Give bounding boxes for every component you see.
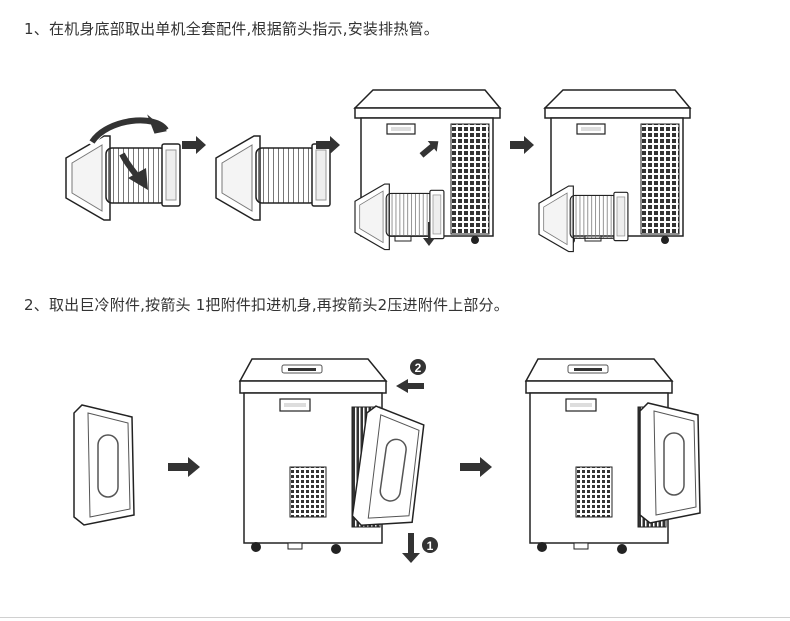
step-2-illustrations: 2 1 — [0, 345, 790, 575]
step-1-number: 1、 — [24, 20, 49, 38]
right-arrow-icon — [168, 457, 200, 477]
right-arrow-icon — [460, 457, 492, 477]
callout-2: 2 — [410, 359, 426, 375]
unit-with-accessory-attached — [525, 358, 701, 555]
right-arrow-icon — [316, 136, 340, 154]
bottom-divider — [0, 617, 790, 618]
left-arrow-icon — [396, 379, 424, 393]
up-arrow-icon — [419, 141, 439, 158]
callout-1: 1 — [422, 537, 438, 553]
rotate-arrow-icon — [86, 114, 174, 190]
hose-assembly-complete — [215, 135, 331, 221]
unit-with-hose-inserting — [354, 89, 501, 251]
unit-with-hose-installed — [538, 89, 691, 253]
down-arrow-icon — [423, 222, 435, 246]
step-2-diagram: 2 1 — [73, 358, 701, 563]
step-1-text: 在机身底部取出单机全套配件,根据箭头指示,安装排热管。 — [48, 20, 439, 38]
step-1-diagram — [65, 89, 691, 253]
step-1-illustrations — [0, 80, 790, 255]
step-1-instruction: 1、在机身底部取出单机全套配件,根据箭头指示,安装排热管。 — [24, 18, 439, 39]
step-2-text: 取出巨冷附件,按箭头 1把附件扣进机身,再按箭头2压进附件上部分。 — [48, 296, 509, 314]
unit-attaching-accessory: 2 1 — [239, 358, 438, 563]
callout-2-number: 2 — [415, 361, 422, 375]
down-arrow-icon — [402, 533, 420, 563]
side-accessory-panel — [73, 404, 135, 526]
hose-assembly-rotating — [65, 114, 181, 221]
step-2-instruction: 2、取出巨冷附件,按箭头 1把附件扣进机身,再按箭头2压进附件上部分。 — [24, 294, 509, 315]
callout-1-number: 1 — [427, 539, 434, 553]
right-arrow-icon — [182, 136, 206, 154]
step-2-number: 2、 — [24, 296, 49, 314]
right-arrow-icon — [510, 136, 534, 154]
